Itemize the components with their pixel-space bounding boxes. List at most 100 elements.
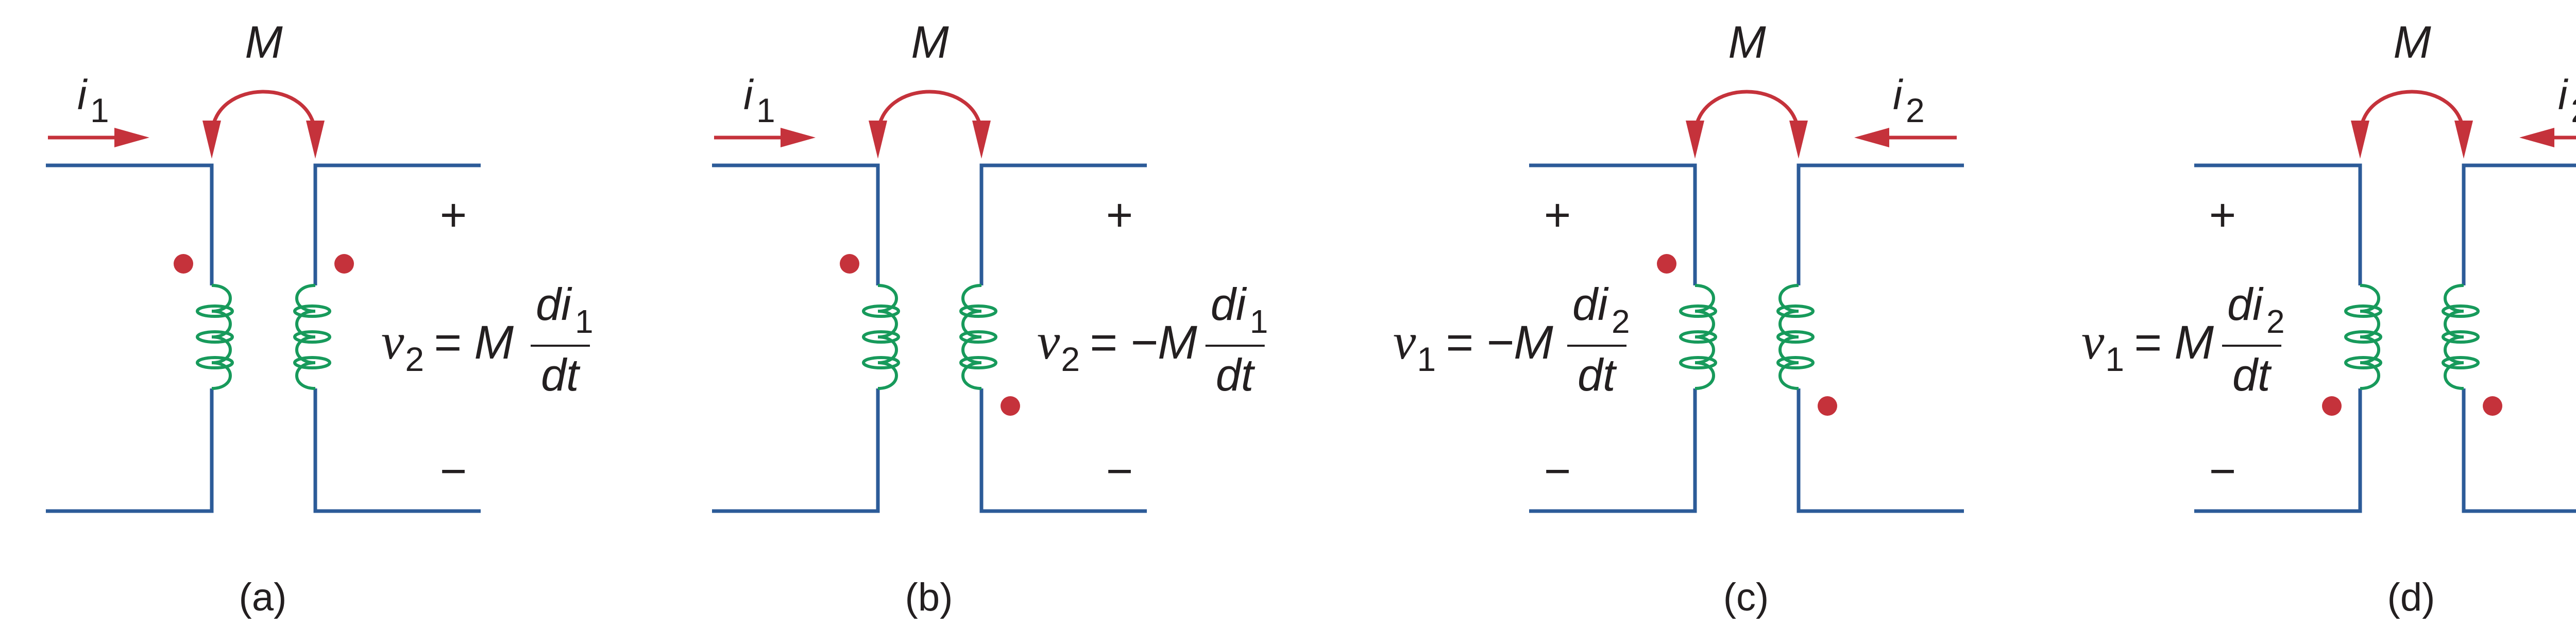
equation-numerator: di	[1211, 279, 1247, 330]
coil-loop	[2442, 356, 2480, 369]
secondary-inductor-icon	[959, 284, 997, 390]
coil-loop	[959, 356, 997, 369]
coil-turns	[2444, 284, 2464, 390]
current-subscript: 2	[1906, 91, 1925, 129]
equation-variable-subscript: 1	[2105, 340, 2124, 378]
coil-turns	[2360, 284, 2380, 390]
current-arrow-icon	[2519, 128, 2576, 147]
mutual-inductance-label: M	[911, 16, 949, 67]
arrowhead-icon	[2454, 121, 2473, 159]
polarity-dot-primary	[2322, 396, 2342, 416]
equation-denominator: dt	[541, 349, 581, 400]
coil-loop	[1776, 304, 1815, 318]
current-arrow-icon	[714, 128, 816, 147]
primary-inductor-icon	[862, 284, 900, 390]
arrowhead-icon	[2351, 121, 2369, 159]
minus-sign: −	[440, 446, 467, 497]
coil-turns	[1694, 284, 1715, 390]
equation-numerator-subscript: 2	[1612, 303, 1630, 340]
equation-numerator: di	[2227, 279, 2264, 330]
mutual-coupling-arc	[1693, 90, 1801, 135]
coil-loop	[293, 304, 331, 318]
equation-variable-subscript: 2	[1061, 340, 1080, 378]
polarity-dot-primary	[840, 254, 859, 274]
current-label: i	[2558, 72, 2569, 118]
coil-loop	[196, 356, 234, 369]
coil-loop	[1679, 330, 1717, 344]
plus-sign: +	[440, 190, 467, 241]
secondary-inductor-icon	[293, 284, 331, 390]
coil-loop	[2442, 330, 2480, 344]
coil-turns	[877, 284, 898, 390]
current-label: i	[743, 72, 754, 118]
coil-loop	[862, 356, 900, 369]
arrowhead-icon	[1686, 121, 1704, 159]
panel-caption: (d)	[2387, 575, 2435, 619]
primary-wire	[712, 163, 880, 513]
minus-sign: −	[1544, 446, 1571, 497]
equation-numerator-subscript: 2	[2266, 303, 2285, 340]
mutual-coupling-arc	[210, 90, 317, 135]
coil-loop	[1776, 356, 1815, 369]
minus-sign: −	[2209, 446, 2236, 497]
current-subscript: 1	[90, 91, 109, 129]
arrowhead-icon	[306, 121, 325, 159]
equation-coefficient: = M	[433, 316, 514, 369]
secondary-wire	[1797, 163, 1964, 513]
coil-loop	[959, 330, 997, 344]
equation-coefficient: = M	[2133, 316, 2214, 369]
coil-turns	[1778, 284, 1799, 390]
panel-caption: (a)	[239, 575, 287, 619]
coil-loop	[2442, 304, 2480, 318]
panel-caption: (c)	[1723, 575, 1769, 619]
equation-coefficient: = −M	[1445, 316, 1553, 369]
secondary-wire	[979, 163, 1147, 513]
current-label: i	[77, 72, 88, 118]
mutual-inductance-label: M	[2393, 16, 2431, 67]
mutual-inductance-label: M	[1728, 16, 1766, 67]
primary-inductor-icon	[196, 284, 234, 390]
minus-sign: −	[1106, 446, 1133, 497]
coil-loop	[959, 304, 997, 318]
coil-loop	[196, 330, 234, 344]
primary-wire	[46, 163, 214, 513]
polarity-dot-secondary	[2483, 396, 2502, 416]
equation-numerator: di	[536, 279, 572, 330]
equation-variable: v	[1393, 313, 1416, 370]
current-subscript: 2	[2571, 91, 2576, 129]
coil-loop	[862, 304, 900, 318]
equation-variable: v	[1037, 313, 1060, 370]
polarity-dot-primary	[174, 254, 193, 274]
current-subscript: 1	[756, 91, 775, 129]
coil-loop	[293, 356, 331, 369]
current-arrow-icon	[48, 128, 149, 147]
equation-numerator-subscript: 1	[1250, 303, 1268, 340]
primary-inductor-icon	[1679, 284, 1717, 390]
polarity-dot-primary	[1657, 254, 1676, 274]
equation-coefficient: = −M	[1089, 316, 1197, 369]
equation-numerator: di	[1572, 279, 1609, 330]
current-arrow-icon	[1854, 128, 1957, 147]
mutual-coupling-arc	[2358, 90, 2466, 135]
equation-numerator-subscript: 1	[575, 303, 594, 340]
primary-wire	[2194, 163, 2362, 513]
equation-denominator: dt	[1216, 349, 1256, 400]
equation-denominator: dt	[1578, 349, 1617, 400]
coil-loop	[2344, 304, 2382, 318]
panel-caption: (b)	[905, 575, 953, 619]
secondary-wire	[2462, 163, 2576, 513]
secondary-wire	[313, 163, 481, 513]
secondary-inductor-icon	[2442, 284, 2480, 390]
coil-turns	[295, 284, 316, 390]
plus-sign: +	[2209, 190, 2236, 241]
